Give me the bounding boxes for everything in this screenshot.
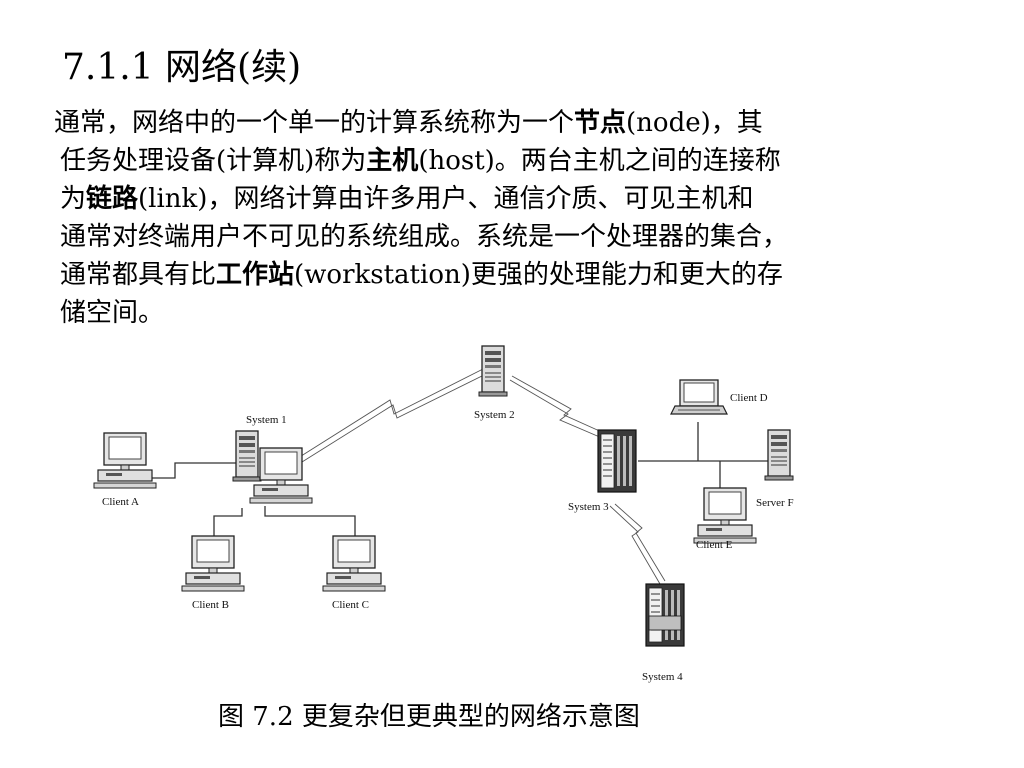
client-a-label: Client A [102, 496, 139, 508]
wireless-system2-system3 [509, 379, 603, 439]
desktop-computer-icon [93, 432, 157, 489]
term-workstation: 工作站 [216, 260, 295, 290]
link-system1-clientB [213, 508, 243, 536]
term-link: 链路 [86, 184, 139, 214]
system-4-drive-bay [648, 615, 682, 631]
paragraph-line-6: 储空间。 [60, 298, 165, 328]
system-2-label: System 2 [474, 409, 515, 421]
system-1-node: System 1 [232, 414, 313, 504]
wired-links [147, 422, 770, 536]
link-system1-clientC [264, 506, 356, 536]
network-diagram: Client A System 1 Client B Client C Syst… [90, 338, 802, 690]
client-c-label: Client C [332, 599, 369, 611]
client-c-node: Client C [322, 535, 386, 611]
server-rack-icon [597, 429, 637, 493]
system-4-label: System 4 [642, 671, 683, 683]
wireless-links [297, 367, 666, 585]
slide-title: 7.1.1 网络(续) [62, 47, 302, 88]
client-d-node: Client D [670, 379, 768, 415]
system-3-label: System 3 [568, 501, 609, 513]
client-e-label: Client E [696, 539, 733, 551]
system-4-node: System 4 [642, 583, 685, 683]
wireless-system3-system4 [609, 505, 661, 585]
client-b-label: Client B [192, 599, 229, 611]
term-host: 主机 [366, 146, 419, 176]
figure-caption: 图 7.2 更复杂但更典型的网络示意图 [218, 702, 640, 732]
server-f-label: Server F [756, 497, 794, 509]
desktop-computer-icon [693, 487, 757, 544]
description-paragraph: 通常，网络中的一个单一的计算系统称为一个节点(node)，其 任务处理设备(计算… [54, 104, 1010, 332]
wireless-system1-system2 [297, 367, 486, 459]
server-tower-icon [232, 430, 262, 482]
server-f-node: Server F [756, 429, 794, 509]
link-clientA-system1 [147, 462, 238, 479]
wireless-system2-system3-b [511, 375, 605, 434]
paragraph-line-5: 通常都具有比工作站(workstation)更强的处理能力和更大的存 [60, 260, 783, 290]
system-3-node: System 3 [568, 429, 637, 513]
client-d-label: Client D [730, 392, 768, 404]
wireless-system3-system4-b [614, 503, 666, 582]
paragraph-line-2: 任务处理设备(计算机)称为主机(host)。两台主机之间的连接称 [60, 146, 781, 176]
client-a-node: Client A [93, 432, 157, 508]
desktop-computer-icon [249, 447, 313, 504]
laptop-icon [670, 379, 728, 415]
system-1-label: System 1 [246, 414, 287, 426]
wireless-system1-system2-b [301, 372, 489, 463]
term-node: 节点 [574, 108, 627, 138]
server-tower-icon [764, 429, 794, 481]
desktop-computer-icon [181, 535, 245, 592]
desktop-computer-icon [322, 535, 386, 592]
server-rack-icon [645, 583, 685, 647]
paragraph-line-3: 为链路(link)，网络计算由许多用户、通信介质、可见主机和 [60, 184, 754, 214]
server-tower-icon [478, 345, 508, 397]
system-2-node: System 2 [474, 345, 515, 421]
client-e-node: Client E [693, 487, 757, 551]
paragraph-line-1: 通常，网络中的一个单一的计算系统称为一个节点(node)，其 [54, 108, 763, 138]
paragraph-line-4: 通常对终端用户不可见的系统组成。系统是一个处理器的集合， [60, 222, 789, 252]
client-b-node: Client B [181, 535, 245, 611]
